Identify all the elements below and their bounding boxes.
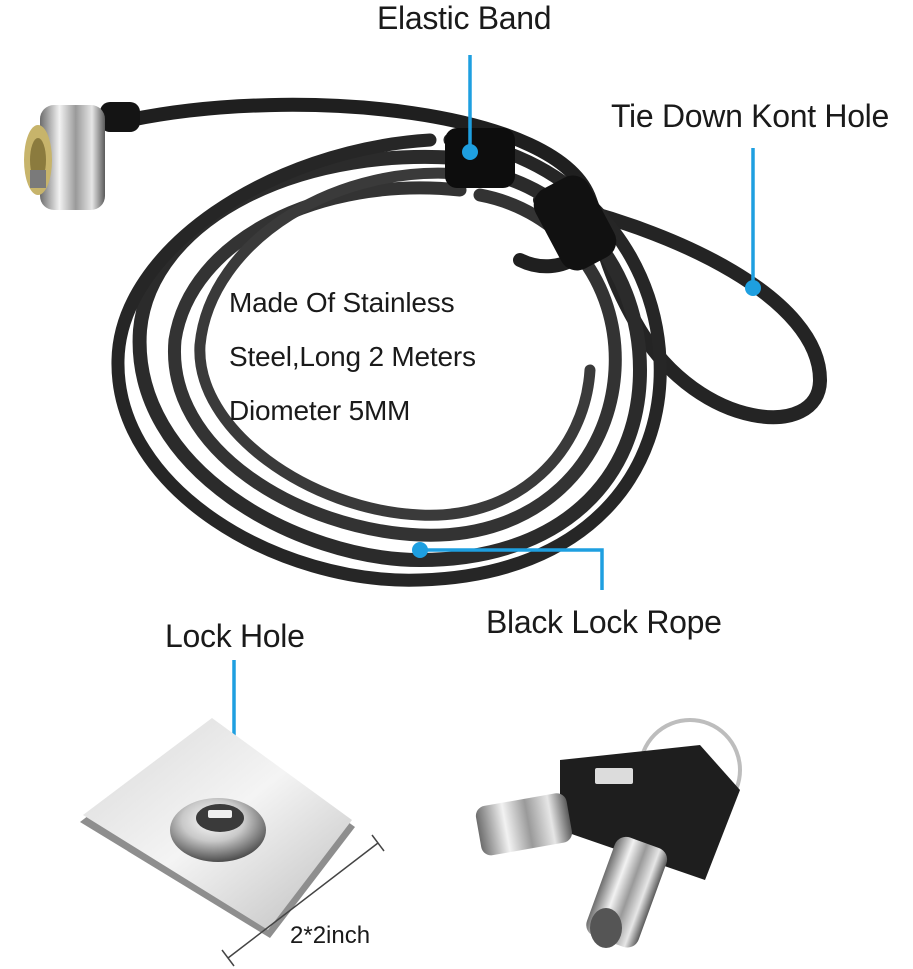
- callout-lock-hole: Lock Hole: [165, 618, 305, 654]
- elastic-band: [445, 128, 515, 188]
- description-line-2: Steel,Long 2 Meters: [229, 341, 476, 372]
- description-line-3: Diometer 5MM: [229, 395, 411, 426]
- dimension-line: [221, 834, 385, 967]
- lock-sleeve: [100, 102, 140, 132]
- description-line-1: Made Of Stainless: [229, 287, 455, 318]
- callout-tie-down-hole: Tie Down Kont Hole: [611, 98, 889, 134]
- dimension-label: 2*2inch: [290, 922, 371, 949]
- cable-lock-head: [24, 105, 105, 210]
- keys: [475, 718, 742, 948]
- lock-plate: [80, 718, 355, 938]
- callout-black-lock-rope: Black Lock Rope: [486, 604, 722, 640]
- cable-sleeve: [533, 175, 617, 271]
- callout-elastic-band: Elastic Band: [377, 0, 552, 36]
